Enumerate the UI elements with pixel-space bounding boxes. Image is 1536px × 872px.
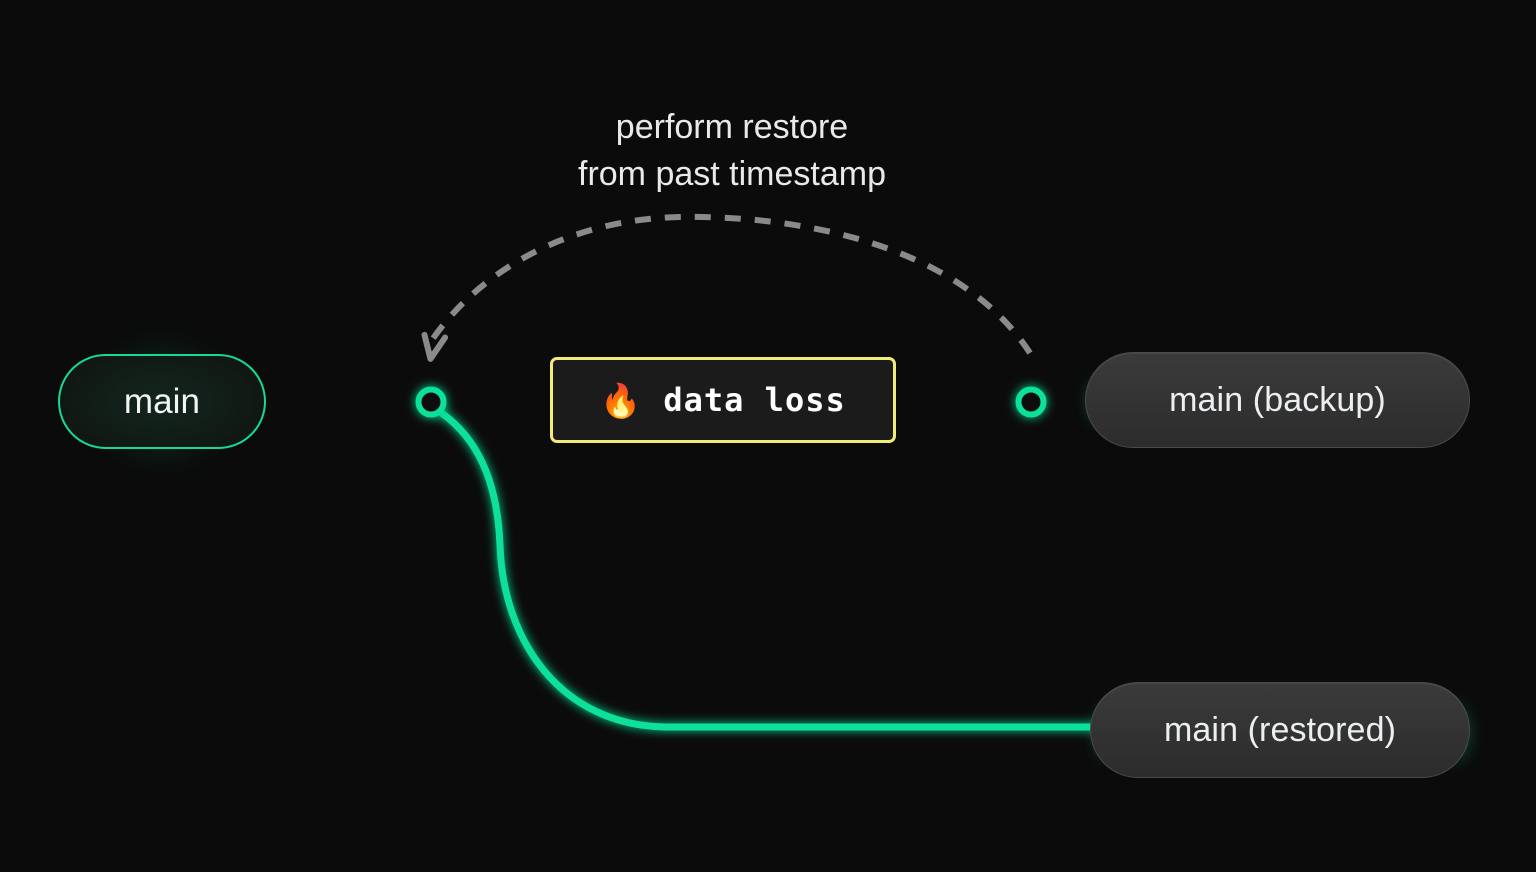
node-main-label: main bbox=[123, 381, 201, 421]
node-main-restored-label: main (restored) bbox=[1163, 710, 1396, 749]
restore-arrowhead-icon bbox=[421, 331, 449, 362]
annotation-line-2: from past timestamp bbox=[578, 154, 886, 193]
data-loss-label: data loss bbox=[663, 381, 846, 419]
data-loss-badge[interactable]: 🔥 data loss bbox=[550, 357, 896, 443]
commit-node-backup-head[interactable] bbox=[1015, 386, 1047, 418]
commit-node-branch-point[interactable] bbox=[415, 386, 447, 418]
restore-annotation-label: perform restore from past timestamp bbox=[0, 104, 1464, 197]
node-main-restored[interactable]: main (restored) bbox=[1090, 682, 1470, 778]
node-main-backup[interactable]: main (backup) bbox=[1085, 352, 1470, 448]
edge-branch-to-restored bbox=[430, 404, 1100, 731]
fire-icon: 🔥 bbox=[600, 381, 642, 419]
annotation-line-1: perform restore bbox=[615, 108, 849, 146]
node-main[interactable]: main bbox=[58, 354, 266, 449]
node-main-backup-label: main (backup) bbox=[1169, 380, 1386, 419]
restore-arc-dashed bbox=[429, 213, 1033, 355]
